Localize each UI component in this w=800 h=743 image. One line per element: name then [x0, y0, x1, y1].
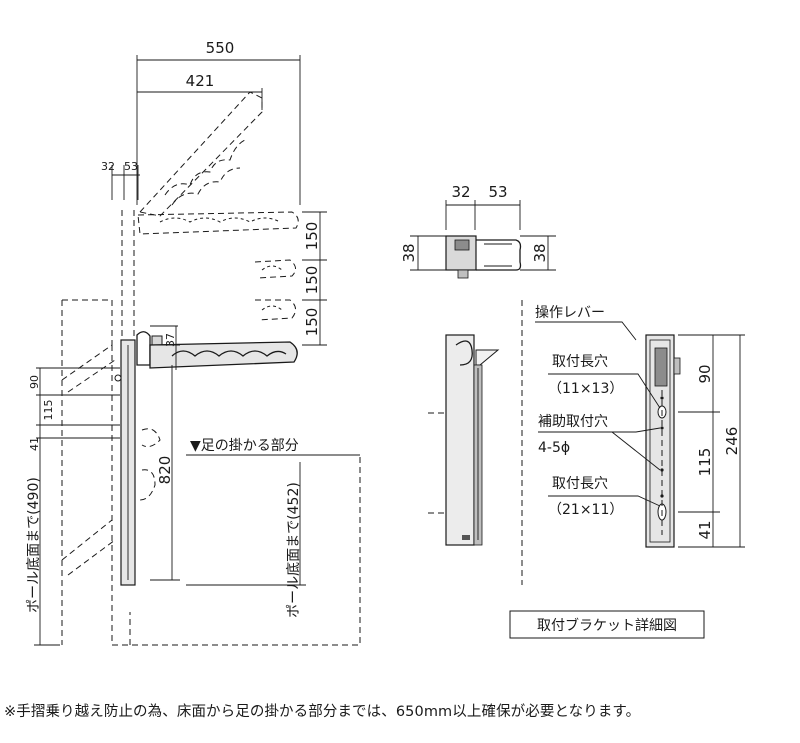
dim-arm-inner: 421	[137, 72, 263, 110]
slot-bottom-label: 取付長穴	[552, 476, 608, 492]
bracket-front-view	[645, 334, 681, 548]
dim-820-label: 820	[156, 456, 174, 485]
bracket-detail: 32 53 38 38	[400, 183, 745, 639]
bracket-dim-r115-label: 115	[696, 448, 714, 477]
dim-820: 820	[150, 344, 180, 581]
dim-421-label: 421	[186, 72, 215, 90]
foot-part-label: ▼足の掛かる部分	[190, 438, 299, 454]
slot-top-size-label: （11×13）	[548, 381, 623, 397]
dim-550-label: 550	[206, 39, 235, 57]
pole-upper-dashed	[121, 210, 135, 340]
detail-title-box: 取付ブラケット詳細図	[509, 610, 705, 639]
lever-dashed	[139, 428, 161, 501]
dim-150-3-label: 150	[303, 308, 321, 337]
bracket-dim-r41-label: 41	[696, 520, 714, 539]
footnote: ※手摺乗り越え防止の為、床面から足の掛かる部分までは、650mm以上確保が必要と…	[4, 704, 641, 720]
bracket-dim-53-label: 53	[488, 183, 507, 201]
dim-offsets: 32 53	[101, 160, 140, 200]
bracket-dim-32-label: 32	[451, 183, 470, 201]
bracket-top-dims: 32 53	[445, 183, 521, 230]
dim-pole-to-floor: ポール底面まで(490)	[26, 445, 60, 646]
dim-arm-thick: 37	[150, 325, 178, 370]
lever-label: 操作レバー	[535, 305, 605, 321]
dim-32-label: 32	[101, 160, 115, 173]
detail-title-label: 取付ブラケット詳細図	[537, 617, 677, 634]
pole-to-foot-label: ポール底面まで(452)	[286, 482, 302, 618]
aux-hole-label: 補助取付穴	[538, 414, 608, 430]
slot-bottom-size-label: （21×11）	[548, 502, 623, 518]
dim-steps: 150 150 150	[302, 211, 327, 346]
pole-to-floor-label: ポール底面まで(490)	[26, 477, 42, 613]
dim-left-vertical: 90 115 41	[28, 367, 120, 451]
side-view: 550 421 32 53	[26, 39, 361, 646]
dim-v41-label: 41	[28, 437, 41, 451]
dim-53-label: 53	[124, 160, 138, 173]
arm-upper-dashed	[137, 211, 299, 235]
bracket-dim-r90-label: 90	[696, 364, 714, 383]
bracket-right-dims: 90 115 41 246	[678, 334, 745, 548]
aux-hole-size-label: 4-5ϕ	[538, 440, 570, 456]
dim-v115-label: 115	[42, 400, 55, 421]
bracket-side-view	[428, 334, 500, 546]
dim-150-1-label: 150	[303, 222, 321, 251]
arm-folded-position	[139, 91, 263, 217]
pole	[114, 339, 136, 586]
dim-v90-label: 90	[28, 375, 41, 389]
bracket-dim-38-left-label: 38	[400, 243, 418, 262]
bracket-top-view: 38 38	[400, 235, 556, 279]
dim-37-label: 37	[164, 333, 177, 347]
arm-horizontal	[149, 341, 298, 369]
dim-arm-width: 550	[136, 39, 301, 205]
bracket-dim-38-right-label: 38	[531, 243, 549, 262]
railing-outline	[61, 299, 361, 646]
foot-part: ▼足の掛かる部分 ポール底面まで(452)	[186, 438, 360, 618]
callouts: 操作レバー 取付長穴 （11×13） 補助取付穴 4-5ϕ 取付長穴 （21×1…	[535, 305, 661, 518]
arm-mid-positions	[254, 259, 296, 321]
dim-150-2-label: 150	[303, 266, 321, 295]
slot-top-label: 取付長穴	[552, 354, 608, 370]
bracket-dim-r246-label: 246	[723, 427, 741, 456]
